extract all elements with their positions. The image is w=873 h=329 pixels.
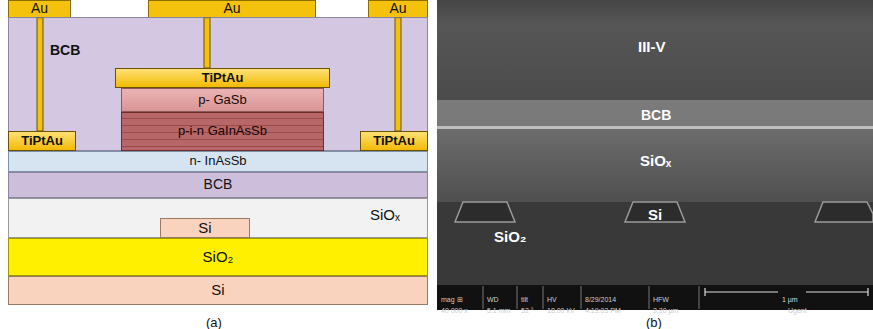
sem-layer-label: SiOₓ	[640, 152, 671, 169]
layer-label: BCB	[204, 177, 233, 192]
layer-label: SiOₓ	[370, 206, 400, 223]
si-waveguide: Si	[160, 218, 250, 238]
info-bar-cell: HV	[547, 296, 557, 303]
sem-si-waveguide	[815, 202, 873, 222]
gold-pad: Au	[148, 0, 316, 17]
text-holder: SiOₓ	[370, 206, 400, 224]
sem-layer-label: SiO₂	[494, 228, 527, 245]
layer-label: Au	[389, 1, 406, 16]
label-holder: tilt	[521, 288, 528, 306]
label-holder: 1 µm	[781, 288, 799, 306]
layer-label: Si	[198, 220, 211, 237]
label-holder: SiOₓ	[640, 152, 671, 170]
info-bar-cell: HFW	[653, 296, 669, 303]
info-bar-cell: Ugent	[788, 307, 807, 314]
info-bar-cell: 4:19:03 PM	[585, 307, 621, 314]
sem-iii-v-layer	[437, 0, 873, 100]
layer-label: Au	[223, 1, 240, 16]
layer-label: Si	[211, 282, 224, 299]
sem-layer-label: Si	[648, 206, 662, 223]
metal-via	[40, 18, 41, 131]
layer-label: SiO₂	[203, 249, 234, 266]
info-bar-cell: 18.00 kV	[547, 307, 575, 314]
label-holder: (b)	[646, 313, 662, 329]
bcb-cladding: BCBTiPtAup- GaSbp-i-n GaInAsSbTiPtAuTiPt…	[8, 17, 428, 151]
n-inassb-layer: n- InAsSb	[8, 151, 428, 172]
label-holder: HV	[547, 288, 557, 306]
info-bar-cell: 40 000 x	[441, 307, 468, 314]
sem-si-waveguide	[455, 202, 515, 222]
scale-bar	[705, 288, 868, 296]
info-bar-cell: tilt	[521, 296, 528, 303]
info-bar-cell: mag ⊞	[441, 296, 463, 303]
sem-layer-label: BCB	[641, 107, 671, 123]
panel-caption: (b)	[646, 315, 662, 329]
info-bar-cell: WD	[487, 296, 499, 303]
sem-ground	[437, 0, 873, 310]
info-bar-cell: 8/29/2014	[585, 296, 616, 303]
label-holder: (a)	[206, 313, 222, 329]
label-holder: BCB	[641, 106, 671, 124]
label-holder: HFW	[653, 288, 669, 306]
metal-via	[398, 18, 399, 131]
si-substrate: Si	[8, 276, 428, 305]
sem-sio2-layer	[437, 202, 873, 285]
metal-contact: TiPtAu	[360, 131, 428, 151]
label-holder: WD	[487, 288, 499, 306]
text-holder: BCB	[50, 41, 80, 59]
layer-label: Au	[31, 1, 48, 16]
sem-siox-layer	[437, 129, 873, 202]
bcb-bond-layer: BCB	[8, 172, 428, 198]
sem-interface-line	[437, 126, 873, 129]
sio2-box-layer: SiO₂	[8, 238, 428, 276]
layer-label: n- InAsSb	[189, 154, 246, 168]
layer-label: BCB	[50, 42, 80, 58]
sem-si-waveguide	[625, 202, 685, 222]
label-holder: mag ⊞	[441, 288, 463, 306]
info-bar-grid	[483, 286, 699, 309]
info-bar-cell: 5.1 mm	[487, 307, 510, 314]
p-gasb-layer: p- GaSb	[121, 88, 324, 112]
info-bar-cell: 52 °	[521, 307, 534, 314]
label-holder: 8/29/2014	[585, 288, 616, 306]
siox-layer: SiOₓSi	[8, 198, 428, 238]
sem-bcb-layer	[437, 100, 873, 126]
gold-pad: Au	[368, 0, 428, 17]
sem-layer-label: III-V	[638, 38, 666, 55]
layer-label: TiPtAu	[21, 134, 63, 148]
gold-pad: Au	[8, 0, 71, 17]
sem-info-bar	[437, 285, 873, 310]
label-holder: SiO₂	[494, 228, 527, 246]
metal-via	[207, 18, 208, 68]
metal-contact: TiPtAu	[115, 68, 330, 88]
label-holder: Si	[648, 206, 662, 224]
layer-label: p-i-n GaInAsSb	[178, 124, 267, 138]
info-bar-cell: 3.20 µm	[653, 307, 678, 314]
scale-bar-label: 1 µm	[781, 296, 799, 303]
layer-label: TiPtAu	[373, 134, 415, 148]
layer-label: p- GaSb	[198, 93, 246, 107]
panel-caption: (a)	[206, 315, 222, 329]
label-holder: III-V	[638, 38, 666, 56]
absorber-layer: p-i-n GaInAsSb	[121, 112, 324, 151]
layer-label: TiPtAu	[202, 71, 244, 85]
metal-contact: TiPtAu	[8, 131, 76, 151]
